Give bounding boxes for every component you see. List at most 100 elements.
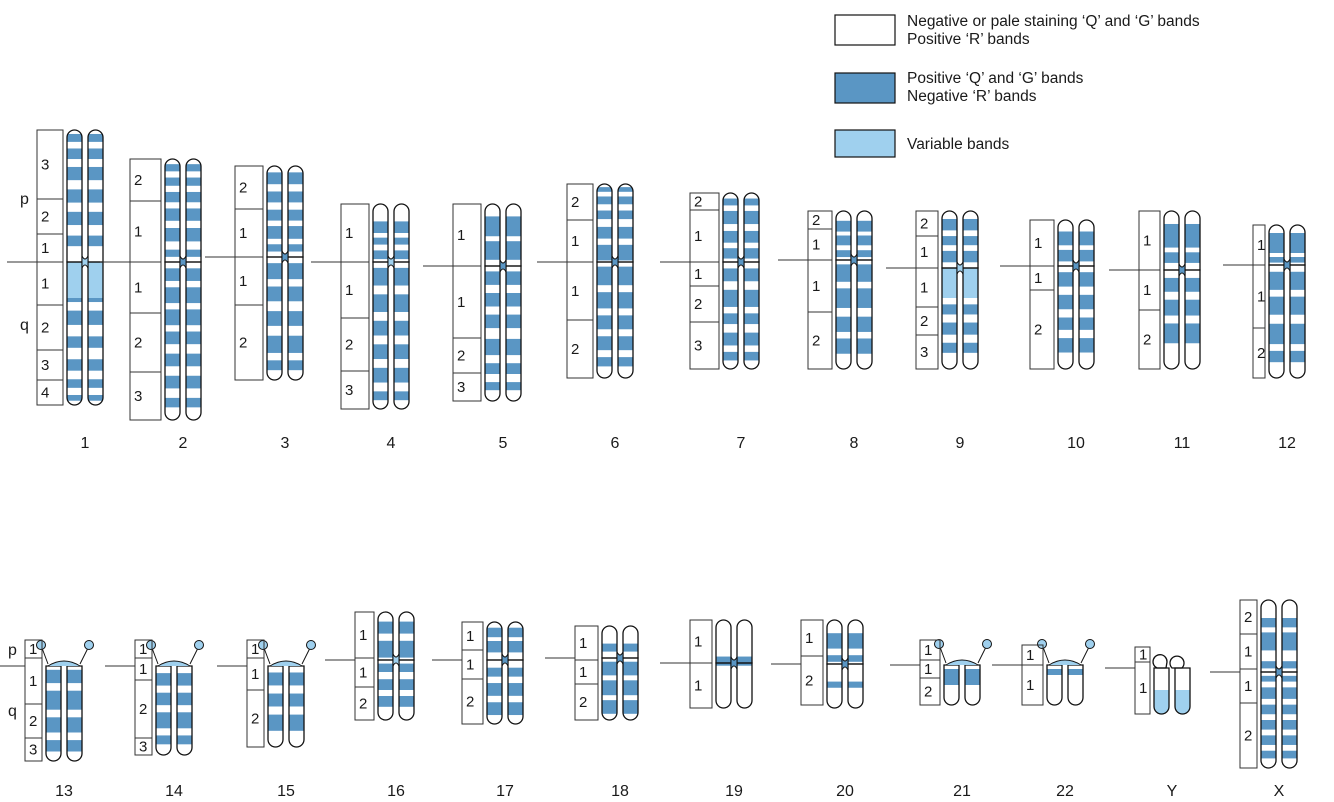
q-band-2-0 [1058, 317, 1073, 330]
q-region-box [246, 689, 265, 748]
chromatid-outline [1057, 219, 1074, 267]
p-region-label: 1 [239, 225, 247, 242]
chromatid-fill [1269, 225, 1305, 378]
q-region-label: 1 [1026, 677, 1034, 694]
chromatid-outline [287, 165, 304, 258]
stalk-line [1042, 646, 1050, 664]
satellite-stalk [945, 659, 979, 666]
chromatid-fill [67, 130, 103, 406]
p-band-0-0 [165, 249, 180, 257]
chromatid-outline [1260, 671, 1277, 769]
q-band-1-0 [378, 679, 393, 690]
q-region-label: 2 [1244, 728, 1252, 745]
q-band-0-1 [1068, 669, 1083, 675]
chromatid-outline [372, 261, 389, 410]
legend-negative-line1: Negative or pale staining ‘Q’ and ‘G’ ba… [907, 13, 1200, 30]
chromatid-outline [155, 665, 172, 756]
q-band-3-0 [1261, 720, 1276, 730]
centromere [1283, 258, 1291, 272]
chromatid-outline [1078, 219, 1095, 267]
chromosome-label: 1 [81, 435, 90, 452]
chromatid-outline [715, 662, 732, 709]
satellite [982, 639, 992, 649]
p-region-label: 1 [41, 240, 49, 257]
p-band-0-1 [1290, 257, 1305, 263]
chromatid-outline [1169, 655, 1185, 669]
q-band-3-1 [177, 735, 192, 745]
q-region-box [36, 379, 64, 406]
q-band-1-0 [597, 292, 612, 309]
p-band-0-0 [827, 655, 842, 662]
chromatid-outline [185, 158, 202, 263]
chromatid-outline [1163, 269, 1180, 370]
p-band-1-1 [618, 226, 633, 239]
q-region-label: 1 [1143, 282, 1151, 299]
q-band-0-1 [744, 268, 759, 282]
centromere [392, 653, 400, 667]
p-band-0-1 [1185, 252, 1200, 263]
p-band-1-1 [848, 633, 863, 649]
arm-label-q-row2: q [8, 703, 17, 720]
satellite [1037, 639, 1047, 649]
legend-swatch-variable [834, 129, 896, 158]
q-band-1-0 [46, 690, 61, 710]
q-band-3-0 [723, 332, 738, 346]
q-band-3-1 [1079, 338, 1094, 353]
legend-positive-line1: Positive ‘Q’ and ‘G’ bands [907, 70, 1084, 87]
q-band-3-1 [506, 338, 521, 356]
chromatid-fill [836, 211, 872, 369]
q-band-0-1 [289, 672, 304, 686]
variable-band [942, 268, 957, 298]
p-band-0-1 [288, 244, 303, 252]
chromatid-outline [45, 665, 62, 762]
chromosome-label: 22 [1056, 783, 1074, 800]
q-band-3-1 [394, 344, 409, 360]
q-band-0-1 [508, 667, 523, 677]
q-region-label: 3 [29, 742, 37, 759]
p-band-0-0 [723, 248, 738, 259]
p-band-5-1 [186, 164, 201, 172]
q-region-label: 2 [239, 335, 247, 352]
chromatid-outline [287, 256, 304, 381]
q-band-0-1 [67, 669, 82, 684]
q-region-label: 2 [359, 696, 367, 713]
p-band-2-0 [373, 221, 388, 233]
chromosome-label: 3 [281, 435, 290, 452]
chromosome-label: 12 [1278, 435, 1296, 452]
p-band-2-0 [1261, 618, 1276, 628]
chromosome-y: 11Y [1105, 646, 1191, 800]
p-band-1-0 [942, 236, 957, 246]
chromatid-outline [601, 625, 618, 659]
p-band-2-1 [394, 221, 409, 233]
q-band-2-0 [597, 315, 612, 330]
centromere [499, 259, 507, 273]
chromatid-outline [505, 203, 522, 267]
chromatid-outline [622, 657, 639, 721]
p-band-2-1 [963, 218, 978, 231]
q-region-label: 3 [920, 344, 928, 361]
p-band-5-0 [165, 164, 180, 172]
p-band-0-1 [186, 249, 201, 257]
q-band-5-0 [373, 391, 388, 401]
satellite-stalk [269, 660, 303, 667]
q-band-0-1 [1185, 277, 1200, 292]
p-band-1-1 [288, 226, 303, 239]
q-region-label: 2 [251, 711, 259, 728]
q-band-1-0 [165, 287, 180, 304]
q-band-2-1 [67, 717, 82, 733]
q-band-2-1 [289, 714, 304, 731]
q-region-box [689, 662, 713, 709]
p-band-0-1 [1079, 249, 1094, 262]
q-region-label: 1 [1244, 678, 1252, 695]
q-band-2-0 [165, 309, 180, 326]
q-region-label: 2 [1034, 322, 1042, 339]
q-band-2-1 [744, 313, 759, 325]
q-band-1-0 [487, 683, 502, 696]
q-band-2-1 [186, 309, 201, 326]
legend-swatch-negative [834, 14, 896, 46]
p-band-1-1 [508, 627, 523, 638]
q-band-0-1 [506, 271, 521, 285]
q-region-label: 2 [466, 694, 474, 711]
chromosome-label: 16 [387, 783, 405, 800]
q-band-2-1 [1282, 704, 1297, 715]
